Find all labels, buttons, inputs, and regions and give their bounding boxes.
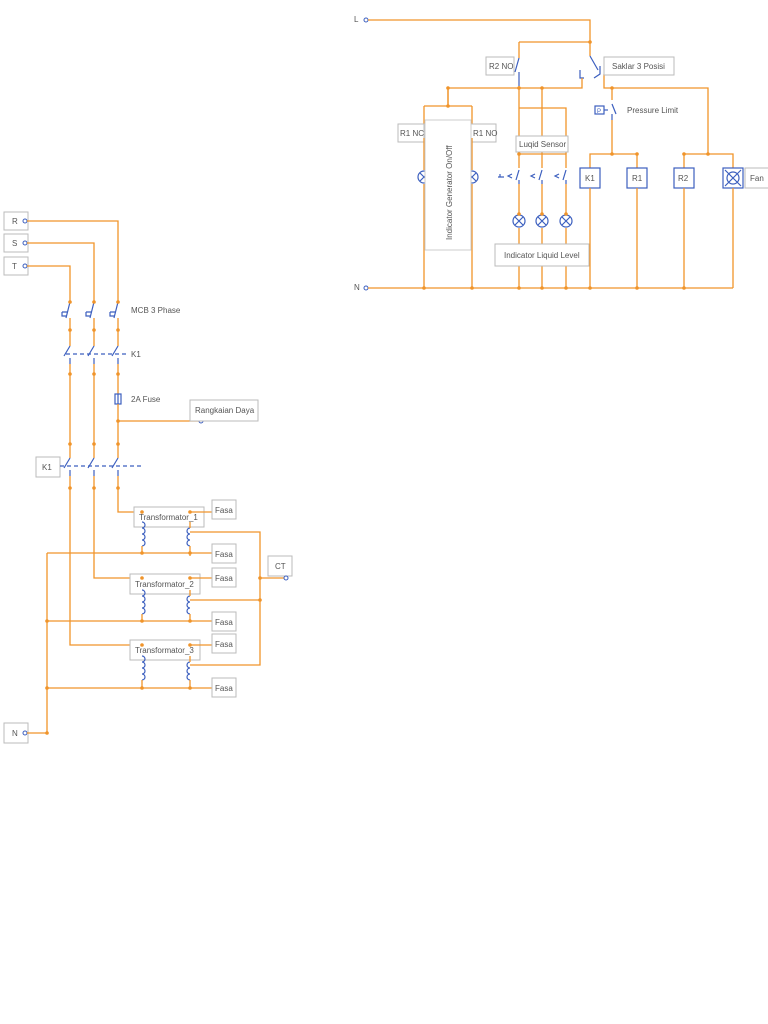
junction-dots (422, 40, 710, 290)
terminal-r[interactable] (22, 218, 28, 224)
lamp-icon (535, 214, 549, 228)
pressure-limit-contact[interactable] (611, 103, 617, 120)
transformer-2-secondary[interactable] (186, 595, 191, 615)
label-s: S (12, 239, 17, 248)
transformer-3-secondary[interactable] (186, 661, 191, 681)
label-ct: CT (275, 562, 286, 571)
label-k1-contact: K1 (131, 350, 141, 359)
label-r: R (12, 217, 18, 226)
terminal-n-bottom[interactable] (22, 730, 28, 736)
saklar-3-posisi[interactable] (579, 55, 601, 79)
power-circuit: R S T MCB 3 Phase K1 2A Fuse (3, 211, 293, 744)
label-indicator-gen: Indicator Generator On/Off (445, 145, 454, 240)
terminal-n-top[interactable] (363, 285, 369, 291)
terminal-ct[interactable] (283, 575, 289, 581)
control-circuit: L R2 NO Saklar 3 Posisi P Pressure Limit (354, 15, 768, 292)
label-r1no: R1 NO (473, 129, 497, 138)
label-trafo2: Transformator_2 (135, 580, 194, 589)
transformer-3-primary[interactable] (141, 655, 146, 681)
transformer-1-primary[interactable] (141, 521, 146, 547)
svg-text:R2: R2 (678, 174, 689, 183)
label-mcb: MCB 3 Phase (131, 306, 181, 315)
label-n-bottom: N (12, 729, 18, 738)
fan-icon[interactable] (722, 167, 744, 189)
terminal-t[interactable] (22, 263, 28, 269)
terminal-l[interactable] (363, 17, 369, 23)
label-fasa-1: Fasa (215, 506, 233, 515)
liquid-sensor-contacts[interactable] (498, 169, 567, 184)
label-n-top: N (354, 283, 360, 292)
label-pressure: Pressure Limit (627, 106, 679, 115)
svg-text:K1: K1 (585, 174, 595, 183)
k1-aux-contact[interactable] (60, 457, 142, 476)
junction-dots (45, 300, 262, 735)
label-k1-box: K1 (42, 463, 52, 472)
label-indicator-liquid: Indicator Liquid Level (504, 251, 580, 260)
lamp-icon (512, 214, 526, 228)
svg-text:P: P (597, 109, 601, 115)
label-r1nc: R1 NC (400, 129, 424, 138)
label-trafo1: Transformator_1 (139, 513, 198, 522)
transformer-1-secondary[interactable] (186, 527, 191, 547)
label-fuse: 2A Fuse (131, 395, 161, 404)
label-fasa-6: Fasa (215, 684, 233, 693)
k1-main-contact[interactable] (63, 345, 128, 364)
label-t: T (12, 262, 17, 271)
label-fan: Fan (750, 174, 764, 183)
label-fasa-5: Fasa (215, 640, 233, 649)
svg-text:R1: R1 (632, 174, 643, 183)
label-trafo3: Transformator_3 (135, 646, 194, 655)
mcb-3-phase[interactable] (61, 301, 119, 319)
label-saklar: Saklar 3 Posisi (612, 62, 665, 71)
lamp-icon (559, 214, 573, 228)
transformer-2-primary[interactable] (141, 589, 146, 615)
label-l: L (354, 15, 359, 24)
label-r2no: R2 NO (489, 62, 513, 71)
label-rangkaian: Rangkaian Daya (195, 406, 255, 415)
label-fasa-4: Fasa (215, 618, 233, 627)
wire-l (368, 19, 591, 42)
label-liquid-sensor: Luqid Sensor (519, 140, 566, 149)
terminal-s[interactable] (22, 240, 28, 246)
r2-no-contact[interactable] (514, 57, 520, 86)
label-fasa-2: Fasa (215, 550, 233, 559)
label-fasa-3: Fasa (215, 574, 233, 583)
